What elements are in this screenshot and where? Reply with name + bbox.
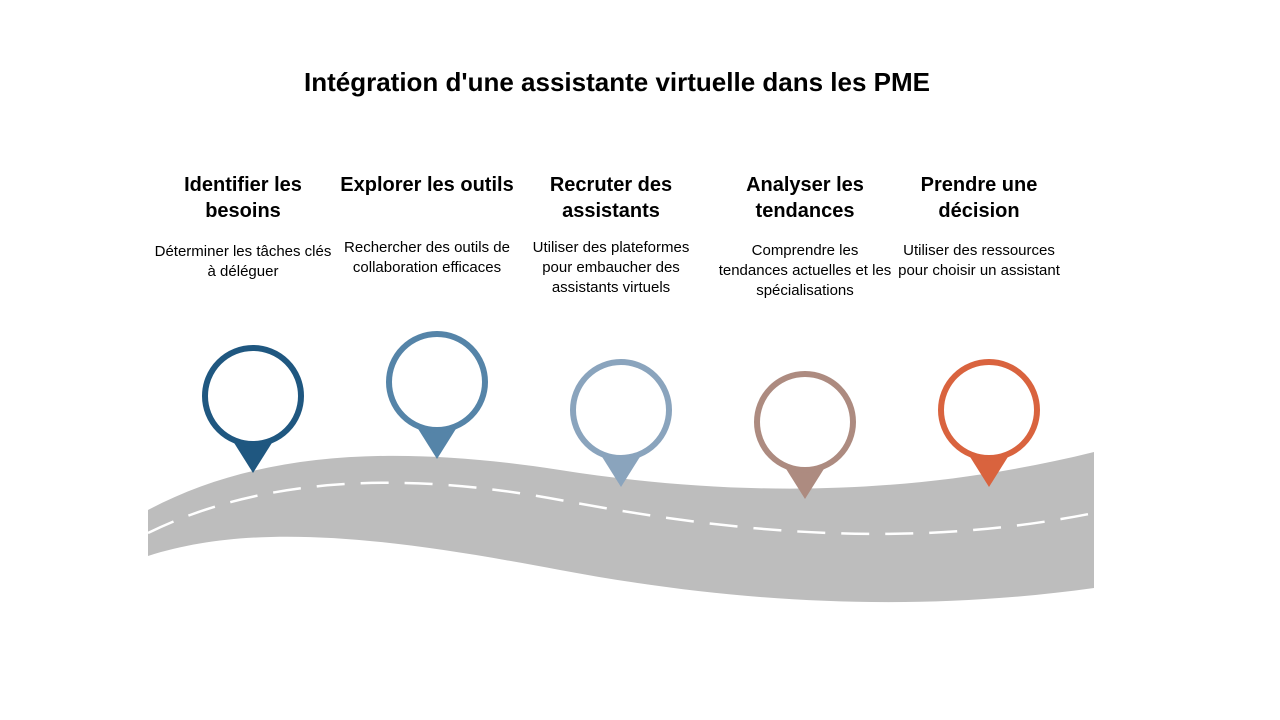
step-description: Comprendre les tendances actuelles et le… xyxy=(718,242,892,299)
pin-ring xyxy=(754,371,856,473)
map-pin-icon xyxy=(754,371,856,499)
step-title: Analyser les tendances xyxy=(746,174,864,222)
page-title: Intégration d'une assistante virtuelle d… xyxy=(303,67,931,97)
map-pin-icon xyxy=(386,331,488,459)
step-4: Analyser les tendances Comprendre les te… xyxy=(715,172,895,299)
step-title: Identifier les besoins xyxy=(184,174,302,222)
step-2: Explorer les outils Rechercher des outil… xyxy=(337,172,517,276)
map-pin-icon xyxy=(570,359,672,487)
pin-tip xyxy=(415,424,459,459)
step-marker-1 xyxy=(202,345,304,473)
pin-tip xyxy=(599,452,643,487)
step-3: Recruter des assistants Utiliser des pla… xyxy=(521,172,701,296)
step-title: Explorer les outils xyxy=(340,174,514,196)
map-pin-icon xyxy=(202,345,304,473)
step-marker-2 xyxy=(386,331,488,459)
step-description: Utiliser des ressources pour choisir un … xyxy=(898,242,1060,279)
step-marker-5 xyxy=(938,359,1040,487)
step-1: Identifier les besoins Déterminer les tâ… xyxy=(153,172,333,280)
step-marker-4 xyxy=(754,371,856,499)
pin-tip xyxy=(231,438,275,473)
step-description: Déterminer les tâches clés à déléguer xyxy=(154,243,332,280)
map-pin-icon xyxy=(938,359,1040,487)
pin-ring xyxy=(386,331,488,433)
step-marker-3 xyxy=(570,359,672,487)
step-5: Prendre une décision Utiliser des ressou… xyxy=(889,172,1069,279)
step-description: Rechercher des outils de collaboration e… xyxy=(344,239,510,276)
pin-ring xyxy=(570,359,672,461)
pin-ring xyxy=(202,345,304,447)
pin-tip xyxy=(783,464,827,499)
step-title: Recruter des assistants xyxy=(549,174,673,222)
pin-ring xyxy=(938,359,1040,461)
step-description: Utiliser des plateformes pour embaucher … xyxy=(532,239,690,296)
road-surface xyxy=(148,452,1094,603)
pin-tip xyxy=(967,452,1011,487)
step-title: Prendre une décision xyxy=(920,174,1038,222)
